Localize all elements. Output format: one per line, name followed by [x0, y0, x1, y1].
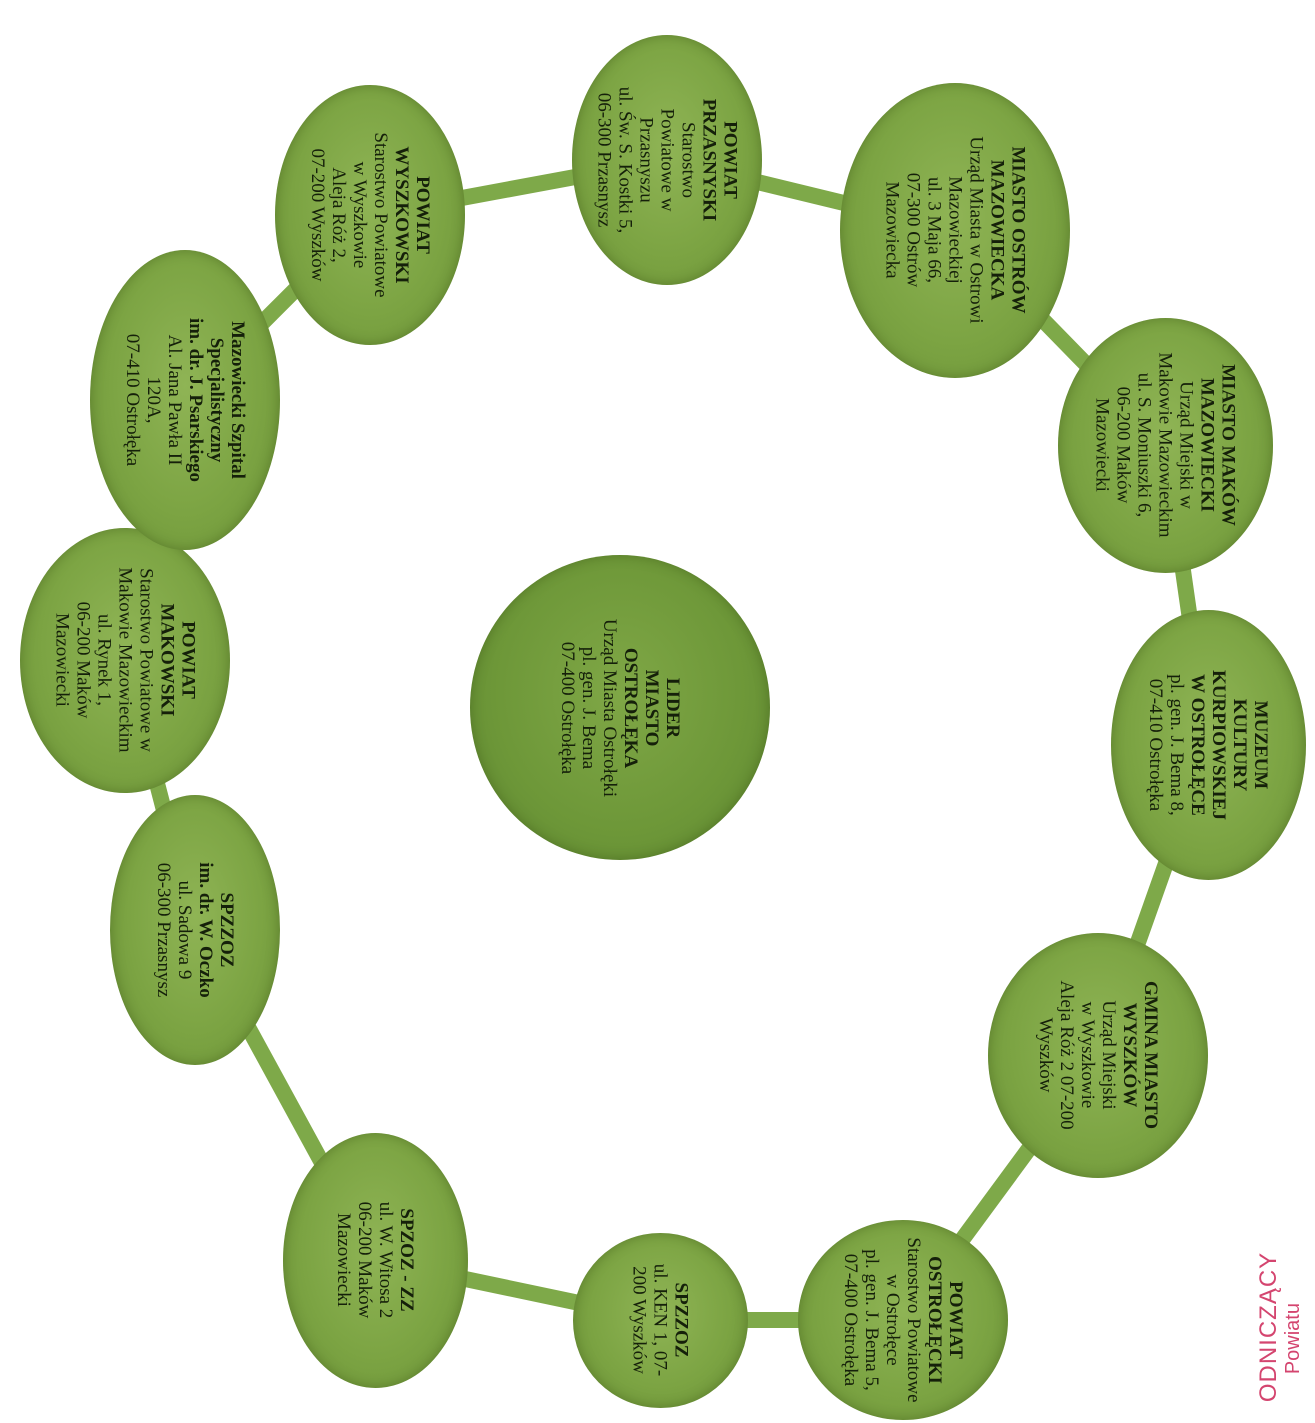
node-line: 06-200 Maków — [1112, 386, 1134, 504]
node-line: Urząd Miejski — [1098, 1000, 1119, 1110]
center-node-lider: LIDER MIASTO OSTROŁĘKA Urząd Miasta Ostr… — [470, 555, 770, 860]
node-line: Urząd Miejski w — [1175, 381, 1197, 509]
node-title: MIASTO OSTRÓW — [1007, 146, 1029, 314]
node-line: 06-300 Przasnysz — [593, 92, 615, 228]
node-line: 120A, — [143, 376, 164, 424]
node-line: 200 Wyszków — [628, 1266, 650, 1374]
stamp-line-1: ODNICZĄCY — [1255, 1251, 1282, 1403]
node-line: Mazowiecka — [881, 181, 903, 279]
node-line: ul. Rynek 1, — [93, 613, 115, 707]
center-title-3: OSTROŁĘKA — [620, 647, 641, 768]
node-line: Aleja Róż 2, — [328, 167, 349, 263]
node-title: W OSTROŁĘCE — [1187, 674, 1208, 816]
node-line: ul. S. Moniuszki 6, — [1133, 372, 1155, 518]
node-line: Powiatowe w — [656, 108, 678, 212]
node-title: MIASTO MAKÓW — [1217, 364, 1239, 526]
node-title: MAZOWIECKA — [986, 159, 1008, 301]
node-line: Starostwo Powiatowe — [370, 132, 391, 298]
node-line: w Ostrołęce — [882, 1274, 903, 1366]
center-line-2: pl. gen. J. Bema — [578, 646, 599, 769]
node-title: POWIAT — [412, 176, 433, 254]
node-line: pl. gen. J. Bema 5, — [861, 1249, 882, 1391]
node-title: im. dr. J. Psarskiego — [185, 318, 206, 482]
node-line: Aleja Róż 2 07-200 — [1056, 980, 1077, 1130]
node-line: pl. gen. J. Bema 8, — [1166, 674, 1187, 816]
node-title: POWIAT — [177, 621, 199, 699]
node-title: POWIAT — [719, 121, 741, 199]
node-title: SPZOZ - ZZ — [396, 1208, 417, 1312]
node-title: MAKOWSKI — [156, 603, 178, 717]
node-line: Makowie Mazowieckim — [114, 567, 136, 753]
node-line: Starostwo — [677, 122, 699, 198]
center-title-1: LIDER — [662, 677, 683, 738]
node-line: ul. 3 Maja 66, — [923, 176, 945, 284]
node-title: MUZEUM — [1250, 700, 1271, 790]
node-title: im. dr. W. Oczko — [195, 862, 216, 998]
node-line: 06-200 Maków — [72, 601, 94, 719]
node-line: Mazowiecki — [51, 613, 73, 707]
center-line-1: Urząd Miasta Ostrołęki — [599, 618, 620, 797]
node-title: Specjalistyczny — [206, 337, 227, 463]
node-line: ul. Św. S. Kostki 5, — [614, 86, 636, 234]
node-line: Mazowiecki — [333, 1213, 354, 1307]
node-line: 07-200 Wyszków — [307, 148, 328, 282]
node-line: 07-400 Ostrołęka — [840, 1253, 861, 1387]
node-line: w Wyszkowie — [349, 161, 370, 269]
node-line: 07-300 Ostrów — [902, 172, 924, 288]
node-line: Przasnyszu — [635, 117, 657, 203]
node-line: Starostwo Powiatowe — [903, 1237, 924, 1403]
node-title: Mazowiecki Szpital — [227, 321, 248, 479]
chairman-stamp: ODNICZĄCY Powiatu — [1251, 1242, 1311, 1412]
node-line: ul. Sadowa 9 — [174, 880, 195, 980]
node-line: ul. W. Witosa 2 — [375, 1201, 396, 1319]
node-line: Wyszków — [1035, 1017, 1056, 1093]
node-title: POWIAT — [945, 1281, 966, 1359]
node-title: KURPIOWSKIEJ — [1208, 670, 1229, 820]
node-line: Mazowiecki — [1091, 398, 1113, 492]
node-line: Mazowieckiej — [944, 176, 966, 284]
stamp-line-2: Powiatu — [1282, 1303, 1304, 1375]
node-line: 06-200 Maków — [354, 1201, 375, 1319]
node-line: Starostwo Powiatowe w — [135, 568, 157, 752]
node-title: WYSZKOWSKI — [391, 146, 412, 284]
node-line: Urząd Miasta w Ostrowi — [965, 136, 987, 324]
node-title: PRZASNYSKI — [698, 98, 720, 222]
center-title-2: MIASTO — [641, 669, 662, 746]
node-line: Al. Jana Pawła II — [164, 334, 185, 466]
node-title: KULTURY — [1229, 698, 1250, 792]
node-line: 06-300 Przasnysz — [153, 862, 174, 998]
node-title: WYSZKÓW — [1119, 1002, 1140, 1108]
node-line: 07-410 Ostrołęka — [122, 333, 143, 467]
node-line: Makowie Mazowieckim — [1154, 352, 1176, 538]
node-title: SPZZOZ — [670, 1282, 692, 1358]
node-line: ul. KEN 1, 07- — [649, 1263, 671, 1377]
node-title: MAZOWIECKI — [1196, 377, 1218, 513]
node-line: w Wyszkowie — [1077, 1001, 1098, 1109]
node-title: GMINA MIASTO — [1140, 981, 1161, 1129]
node-title: OSTROŁĘCKI — [924, 1256, 945, 1384]
node-line: 07-410 Ostrołęka — [1145, 678, 1166, 812]
center-line-3: 07-400 Ostrołęka — [557, 641, 578, 774]
node-title: SPZZOZ — [216, 892, 237, 968]
